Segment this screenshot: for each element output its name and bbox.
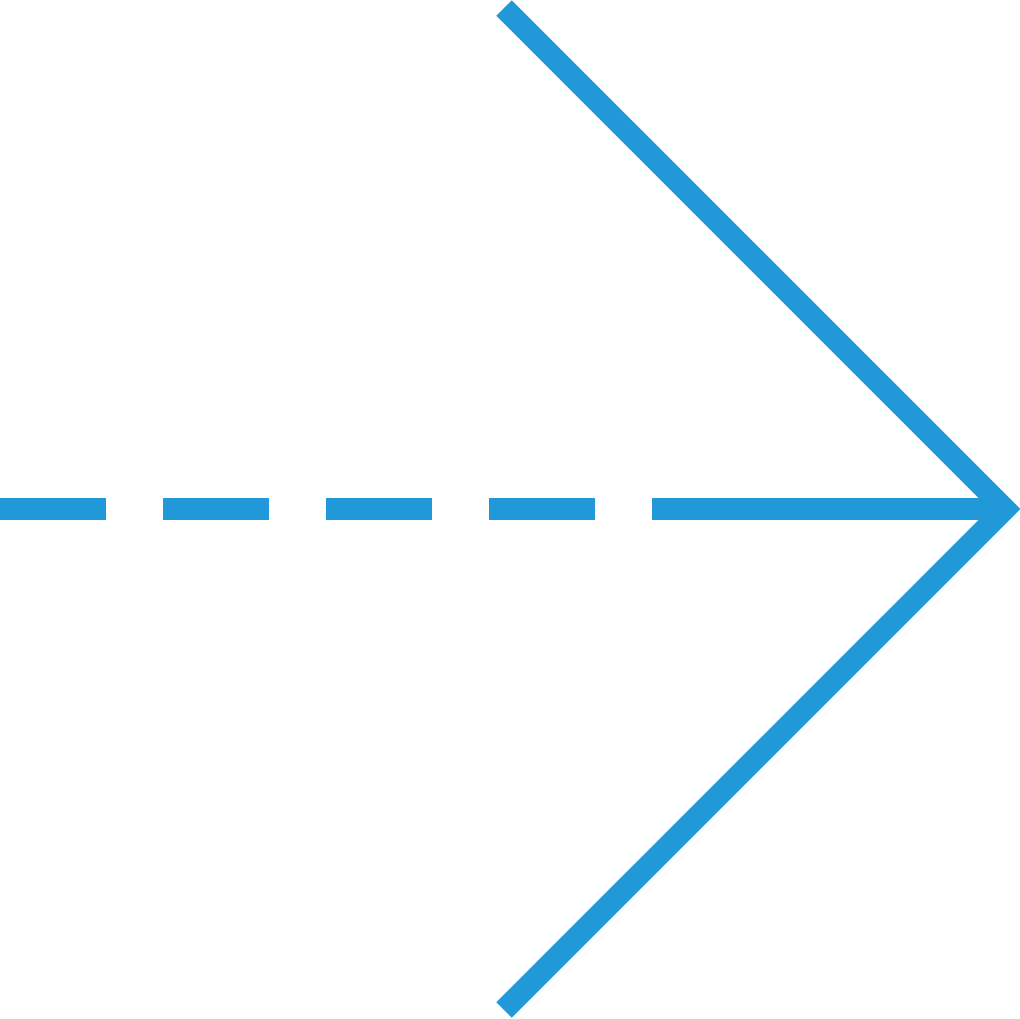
arrow-shaft	[0, 498, 1008, 520]
shaft-dash	[326, 498, 432, 520]
shaft-dash	[0, 498, 106, 520]
shaft-dash	[489, 498, 595, 520]
shaft-dash	[163, 498, 269, 520]
shaft-solid-segment	[652, 498, 1008, 520]
arrow-head	[496, 0, 1020, 1018]
